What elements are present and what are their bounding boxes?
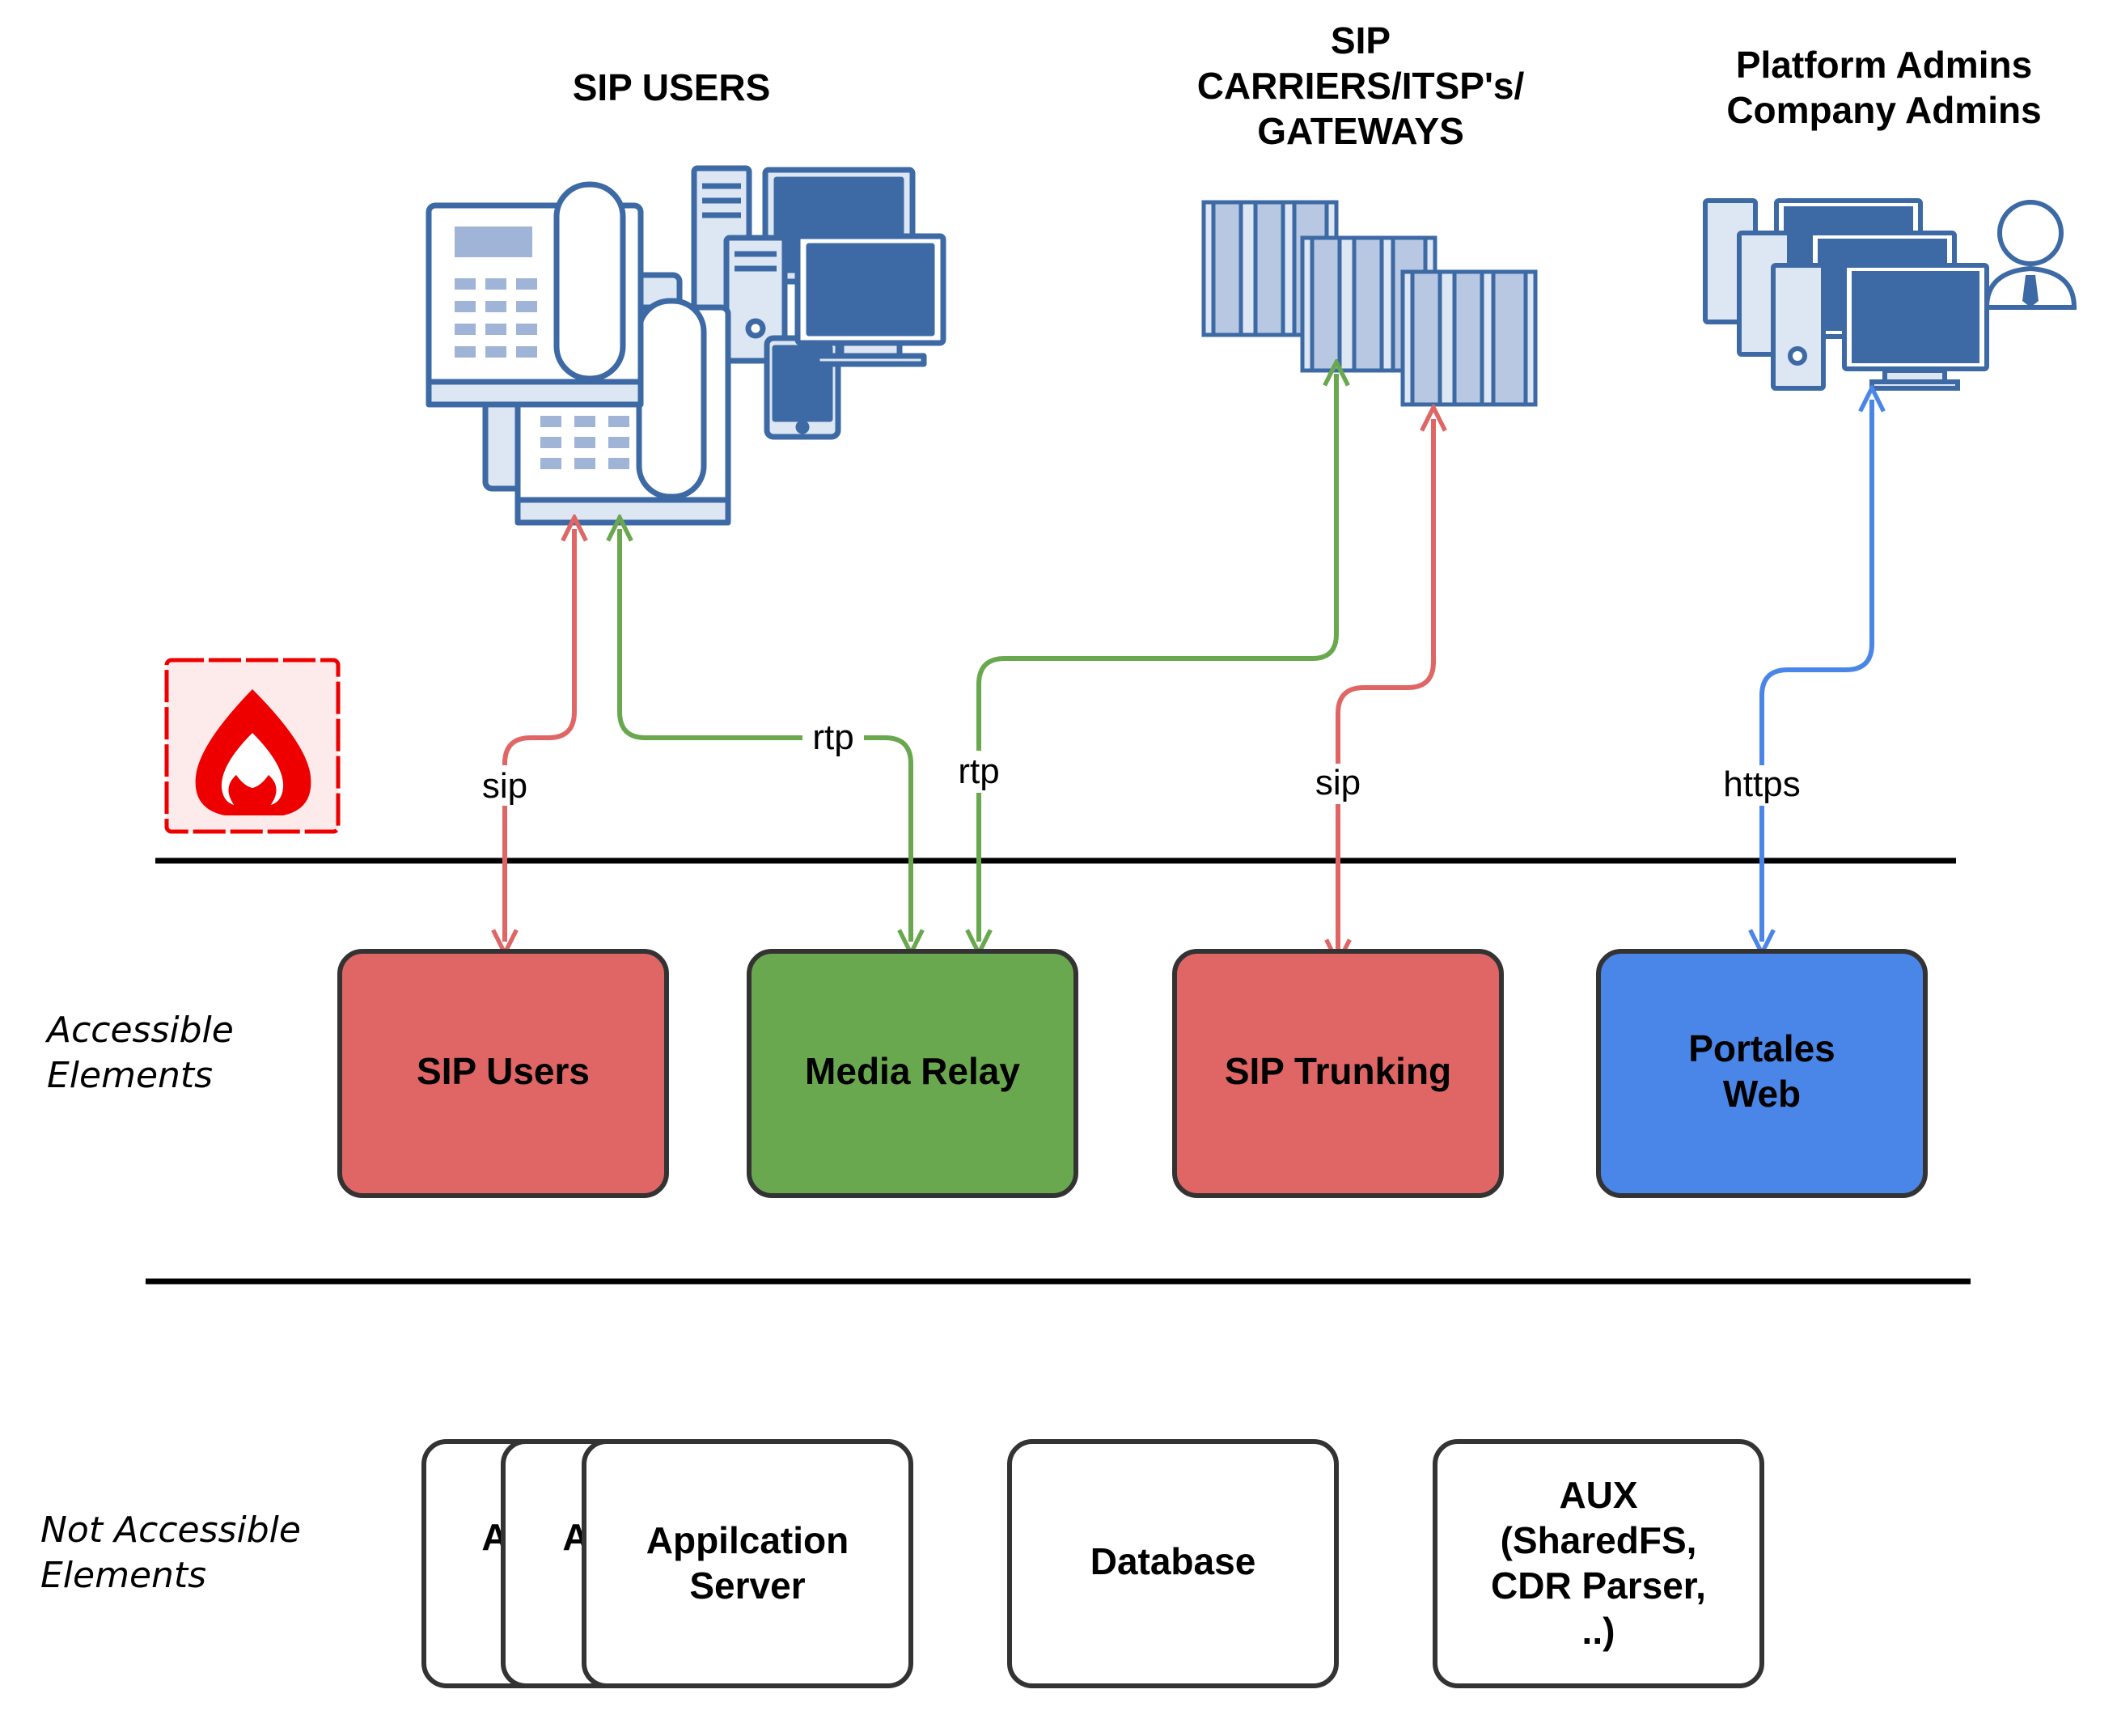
firewall-icon — [164, 658, 341, 834]
carriers-title-line-1: SIP — [1331, 19, 1391, 61]
application-server-box[interactable]: Appilcation Server — [582, 1439, 913, 1688]
sip-users-devices-icon — [426, 165, 946, 526]
not-accessible-label-line-2: Elements — [40, 1555, 206, 1596]
sip-users-edge-label: sip — [482, 766, 527, 806]
aux-box-label-line-4: ..) — [1582, 1610, 1615, 1652]
sip-users-title: SIP USERS — [573, 66, 771, 108]
admins-title-line-2: Company Admins — [1726, 89, 2041, 131]
database-box[interactable]: Database — [1007, 1439, 1339, 1688]
https-edge-label: https — [1723, 764, 1800, 804]
not-accessible-elements-label: Not Accessible Elements — [40, 1509, 301, 1596]
admins-workstations-icon — [1703, 198, 2077, 391]
media-relay-box-label: Media Relay — [805, 1050, 1020, 1092]
sip-trunking-box-label: SIP Trunking — [1225, 1050, 1451, 1092]
accessible-label-line-1: Accessible — [44, 1010, 234, 1051]
carriers-title-line-2: CARRIERS/ITSP's/ — [1197, 65, 1525, 107]
rtp-carriers-edge-label: rtp — [958, 752, 999, 791]
aux-box-label-line-3: CDR Parser, — [1491, 1565, 1706, 1607]
carriers-title: SIP CARRIERS/ITSP's/ GATEWAYS — [1197, 19, 1525, 152]
aux-box[interactable]: AUX (SharedFS, CDR Parser, ..) — [1433, 1439, 1764, 1688]
accessible-label-line-2: Elements — [47, 1055, 213, 1096]
portales-web-box[interactable]: Portales Web — [1596, 949, 1928, 1198]
sip-trunking-edge — [1338, 419, 1433, 951]
rtp-carriers-edge — [979, 374, 1336, 942]
aux-box-label-line-1: AUX — [1559, 1474, 1637, 1516]
admins-title: Platform Admins Company Admins — [1726, 44, 2041, 131]
server-rack-3 — [1400, 269, 1538, 407]
rtp-users-edge-label: rtp — [812, 718, 853, 757]
admins-title-line-1: Platform Admins — [1736, 44, 2032, 86]
sip-users-box[interactable]: SIP Users — [337, 949, 669, 1198]
application-server-box-label-line-1: Appilcation — [646, 1519, 849, 1561]
portales-web-box-label-line-1: Portales — [1688, 1027, 1835, 1069]
carriers-title-line-3: GATEWAYS — [1257, 110, 1464, 152]
sip-trunking-edge-label: sip — [1315, 763, 1361, 802]
https-edge — [1762, 400, 1872, 942]
carriers-servers-icon — [1201, 200, 1538, 407]
sip-users-box-label: SIP Users — [417, 1050, 590, 1092]
sip-trunking-box[interactable]: SIP Trunking — [1172, 949, 1504, 1198]
rtp-users-edge — [620, 529, 911, 942]
sip-users-edge — [505, 529, 574, 942]
application-server-box-label-line-2: Server — [689, 1565, 805, 1607]
media-relay-box[interactable]: Media Relay — [747, 949, 1078, 1198]
user-avatar-icon — [1984, 200, 2077, 310]
portales-web-box-label-line-2: Web — [1723, 1073, 1801, 1115]
aux-box-label-line-2: (SharedFS, — [1501, 1519, 1697, 1561]
not-accessible-label-line-1: Not Accessible — [40, 1509, 301, 1551]
accessible-elements-label: Accessible Elements — [44, 1010, 234, 1096]
database-box-label: Database — [1090, 1540, 1256, 1582]
